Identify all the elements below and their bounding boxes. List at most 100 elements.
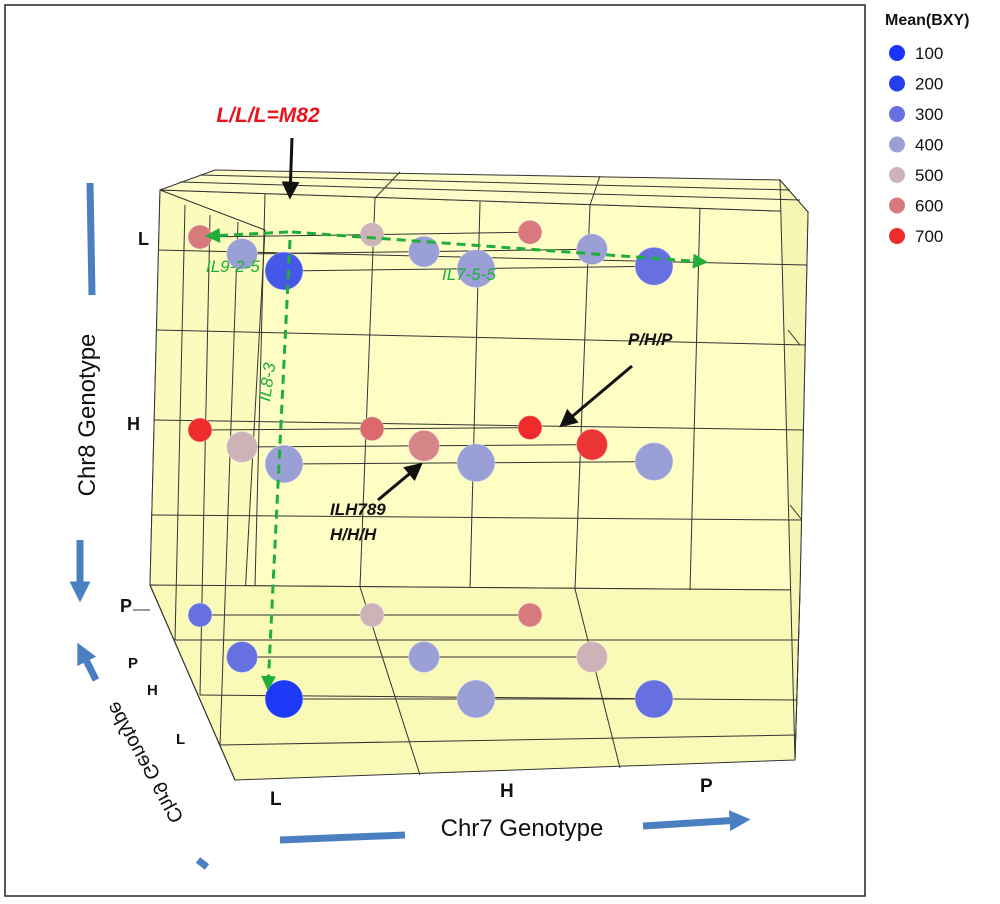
point-connector [475, 265, 655, 270]
php-arrow [559, 364, 633, 428]
data-point [226, 431, 258, 463]
point-connector [241, 251, 425, 255]
legend-swatch [889, 45, 905, 61]
data-point [408, 429, 440, 462]
y-axis-arrow-top [86, 182, 96, 296]
grid-line [589, 175, 601, 206]
grid-line [359, 197, 376, 588]
axis-ticks: L H P P H L L H P [120, 229, 713, 810]
legend-swatch [889, 75, 905, 92]
legend-label: 600 [915, 197, 943, 216]
grid-line [199, 174, 791, 191]
point-connectors [199, 231, 655, 700]
grid-line [787, 329, 801, 346]
y-tick-label: P [120, 596, 132, 616]
data-point [359, 222, 385, 248]
x-tick-label: L [270, 789, 282, 810]
point-connector [423, 248, 593, 253]
data-point [408, 641, 440, 673]
il755-arrow [291, 230, 708, 269]
legend-swatch [889, 106, 905, 122]
m82-arrow [281, 137, 300, 200]
annotation-arrows [281, 137, 633, 502]
data-point [264, 444, 304, 484]
x-tick-label: P [700, 776, 713, 797]
legend-label: 100 [915, 44, 943, 63]
annotation-ilh789-genotype: H/H/H [330, 525, 377, 544]
point-connector [283, 462, 477, 465]
point-connector [423, 444, 593, 447]
x-axis-title: Chr7 Genotype [441, 815, 604, 842]
point-connector [371, 231, 531, 236]
y-tick-label: L [138, 229, 149, 249]
grid-line [153, 419, 805, 431]
y-axis-title: Chr8 Genotype [74, 334, 101, 497]
data-point [408, 235, 440, 268]
introgression-arrows [205, 227, 708, 691]
legend-label: 300 [915, 105, 943, 124]
grid-line [151, 514, 803, 521]
data-point [226, 641, 258, 673]
annotation-m82: L/L/L=M82 [216, 104, 320, 127]
data-points [187, 219, 674, 719]
data-point [359, 416, 385, 442]
legend-label: 700 [915, 227, 943, 246]
annotation-ilh789-name: ILH789 [330, 500, 386, 519]
data-point [634, 442, 674, 482]
legend-label: 400 [915, 136, 943, 155]
x-tick-label: H [500, 781, 514, 802]
data-point [634, 246, 674, 286]
legend-swatch [889, 136, 905, 153]
grid-line [155, 329, 807, 346]
data-point [359, 602, 385, 628]
data-point [264, 679, 304, 719]
data-point [187, 602, 213, 628]
z-tick-label: H [147, 682, 158, 699]
axis-title-arrows [69, 182, 751, 870]
x-axis-arrow-left [279, 831, 406, 844]
data-point [517, 219, 543, 245]
legend-swatch [889, 228, 905, 244]
point-connector [199, 428, 373, 431]
grid-line [254, 193, 266, 587]
annotation-il925: IL9-2-5 [206, 257, 260, 276]
data-point [634, 679, 674, 719]
legend-label: 500 [915, 166, 943, 185]
legend-title: Mean(BXY) [885, 12, 969, 29]
annotation-il755: IL7-5-5 [442, 265, 496, 284]
point-connector [475, 461, 655, 464]
data-point [576, 641, 608, 673]
data-point [264, 251, 304, 291]
grid-line [219, 221, 239, 746]
annotation-php: P/H/P [628, 330, 673, 349]
grid-line [789, 504, 803, 521]
ilh789-arrow [377, 462, 423, 502]
grid-line [149, 584, 236, 781]
data-point [226, 238, 258, 270]
data-point [517, 415, 543, 441]
z-axis-arrow-top [77, 642, 100, 682]
x-axis-arrow-right [642, 810, 751, 832]
point-connector [241, 445, 425, 448]
data-point [576, 428, 608, 461]
z-axis-arrow-bottom [195, 857, 210, 870]
data-point [456, 249, 496, 289]
legend-swatch [889, 197, 905, 214]
legend-swatch [889, 167, 905, 183]
grid-line [574, 204, 591, 590]
grid-line [794, 589, 801, 761]
point-connector [371, 427, 531, 430]
z-tick-label: L [176, 731, 185, 748]
grid-line [689, 207, 701, 591]
legend: Mean(BXY) 100 200 300 400 500 600 700 [885, 12, 969, 246]
data-point [576, 233, 608, 266]
grid-line [374, 171, 401, 199]
data-point [456, 443, 496, 483]
legend-label: 200 [915, 75, 943, 94]
data-point [187, 417, 213, 443]
z-tick-label: P [128, 655, 138, 672]
point-connector [283, 268, 477, 272]
data-point [456, 679, 496, 719]
